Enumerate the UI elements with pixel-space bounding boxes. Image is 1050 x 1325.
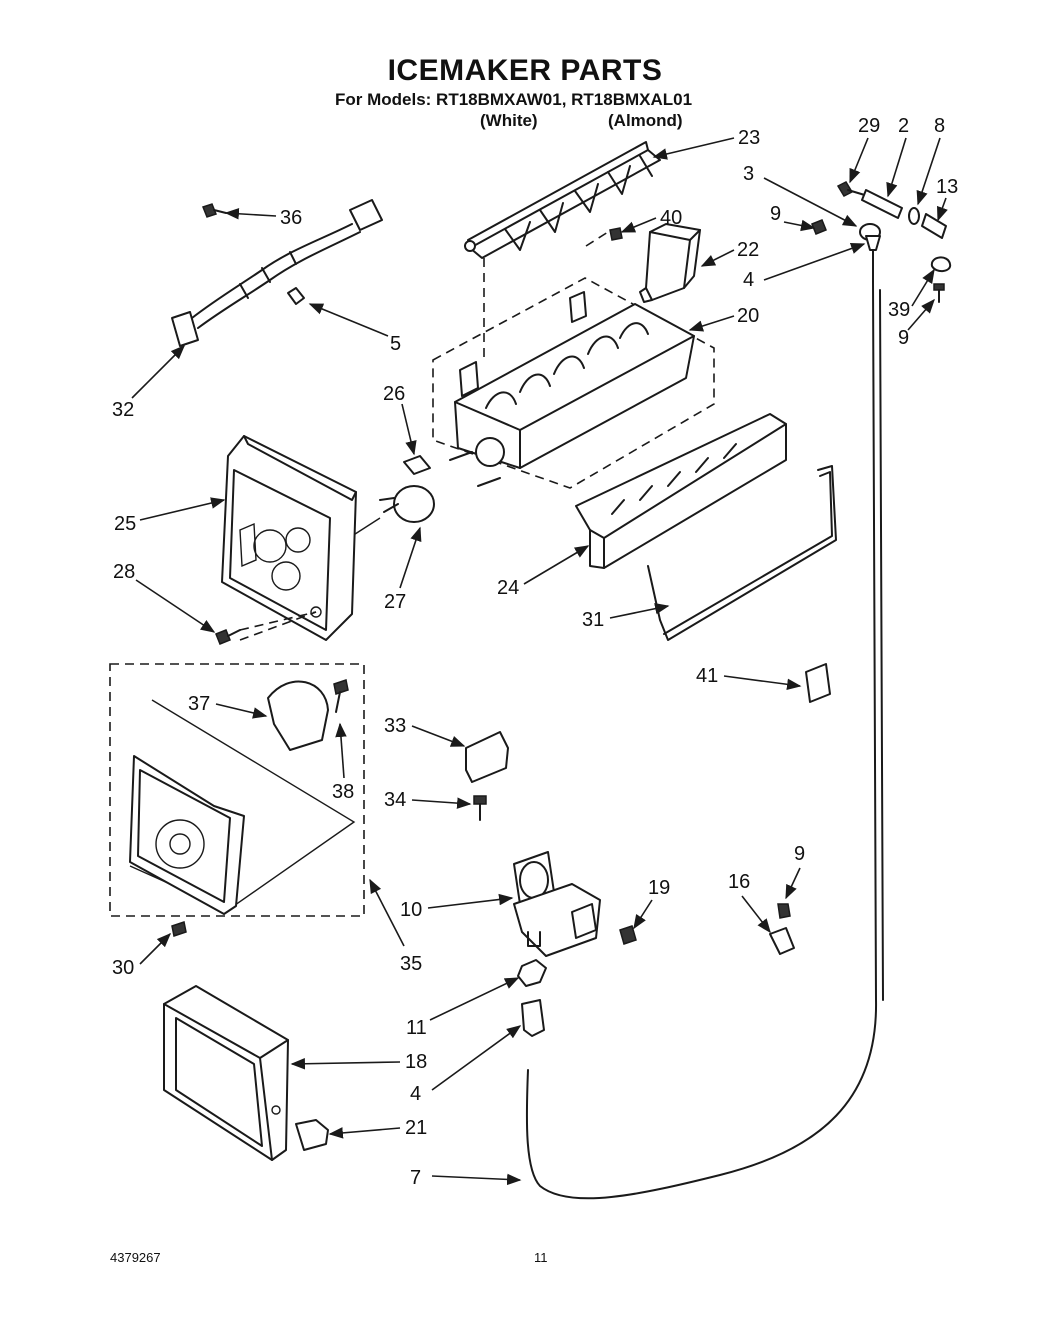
label-part-37: 37 bbox=[188, 693, 210, 715]
label-part-26: 26 bbox=[383, 383, 405, 405]
label-part-8: 8 bbox=[934, 115, 945, 137]
bracket-drawing bbox=[465, 731, 509, 821]
fill-tube-hardware-drawing bbox=[811, 181, 947, 283]
label-part-22: 22 bbox=[737, 239, 759, 261]
label-part-4-lower: 4 bbox=[410, 1083, 421, 1105]
label-part-30: 30 bbox=[112, 957, 134, 979]
label-part-9-top: 9 bbox=[770, 203, 781, 225]
page-number: 11 bbox=[534, 1250, 548, 1265]
clamp-39-drawing bbox=[930, 256, 952, 303]
label-part-31: 31 bbox=[582, 609, 604, 631]
label-part-27: 27 bbox=[384, 591, 406, 613]
label-part-9-lower: 9 bbox=[794, 843, 805, 865]
module-drawing bbox=[109, 663, 365, 937]
label-part-28: 28 bbox=[113, 561, 135, 583]
label-part-23: 23 bbox=[738, 127, 760, 149]
label-part-33: 33 bbox=[384, 715, 406, 737]
screw-40-drawing bbox=[609, 227, 623, 241]
water-valve-drawing bbox=[513, 851, 637, 1037]
label-part-5: 5 bbox=[390, 333, 401, 355]
label-part-40: 40 bbox=[660, 207, 682, 229]
water-tube-drawing bbox=[525, 281, 884, 1200]
document-number: 4379267 bbox=[110, 1250, 161, 1265]
label-part-34: 34 bbox=[384, 789, 406, 811]
callout-labels: 23 29 2 8 3 13 36 40 9 22 4 39 9 5 20 32… bbox=[112, 115, 958, 1189]
label-part-2: 2 bbox=[898, 115, 909, 137]
label-part-39: 39 bbox=[888, 299, 910, 321]
cover-drawing bbox=[575, 413, 831, 703]
label-part-21: 21 bbox=[405, 1117, 427, 1139]
label-part-3: 3 bbox=[743, 163, 754, 185]
variant-white: (White) bbox=[480, 111, 538, 130]
label-part-29: 29 bbox=[858, 115, 880, 137]
label-part-16: 16 bbox=[728, 871, 750, 893]
ejector-bar-drawing bbox=[464, 141, 661, 259]
variant-almond: (Almond) bbox=[608, 111, 683, 130]
icemaker-mold-drawing bbox=[432, 277, 715, 489]
label-part-18: 18 bbox=[405, 1051, 427, 1073]
label-part-36: 36 bbox=[280, 207, 302, 229]
leader-lines bbox=[131, 137, 948, 1186]
label-part-19: 19 bbox=[648, 877, 670, 899]
label-part-7: 7 bbox=[410, 1167, 421, 1189]
clamp-16-drawing bbox=[769, 903, 795, 955]
label-part-41: 41 bbox=[696, 665, 718, 687]
label-part-11: 11 bbox=[406, 1017, 427, 1039]
label-part-25: 25 bbox=[114, 513, 136, 535]
label-part-13: 13 bbox=[936, 176, 958, 198]
screw-28-drawing bbox=[215, 611, 317, 645]
label-part-20: 20 bbox=[737, 305, 759, 327]
thermostat-drawing bbox=[351, 455, 435, 537]
screw-36-drawing bbox=[202, 203, 227, 218]
wire-harness-drawing bbox=[171, 199, 383, 347]
label-part-4-top: 4 bbox=[743, 269, 754, 291]
label-part-35: 35 bbox=[400, 953, 422, 975]
guard-drawing bbox=[163, 985, 329, 1161]
models-line: For Models: RT18BMXAW01, RT18BMXAL01 bbox=[335, 90, 693, 109]
control-housing-drawing bbox=[221, 435, 357, 641]
label-part-10: 10 bbox=[400, 899, 422, 921]
label-part-38: 38 bbox=[332, 781, 354, 803]
label-part-9-right: 9 bbox=[898, 327, 909, 349]
page-title: ICEMAKER PARTS bbox=[387, 54, 663, 87]
label-part-24: 24 bbox=[497, 577, 519, 599]
label-part-32: 32 bbox=[112, 399, 134, 421]
fill-cup-drawing bbox=[639, 223, 701, 303]
